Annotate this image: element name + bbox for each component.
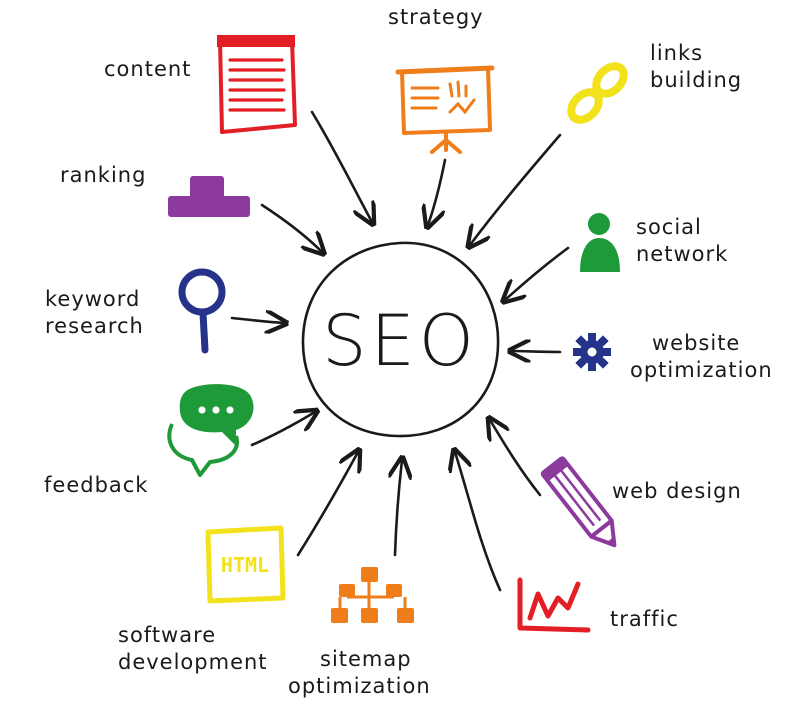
label-traffic-line-1: traffic [610, 607, 679, 631]
arrow-sitemap-optimization [395, 460, 402, 557]
center-circle [301, 241, 500, 438]
arrow-software-development [296, 452, 358, 557]
sitemap-icon [331, 567, 414, 623]
label-web-design-line-1: web design [612, 479, 742, 503]
speech-bubbles-icon [167, 384, 254, 477]
magnifier-icon [178, 268, 226, 354]
label-content: content [104, 56, 191, 83]
label-keyword-research-line-2: research [45, 314, 144, 338]
label-strategy-line-1: strategy [388, 5, 484, 29]
center-label: SEO [322, 300, 478, 382]
label-sitemap-optimization-line-1: sitemap [320, 647, 412, 671]
label-social-network-line-1: social [636, 215, 702, 239]
label-sitemap-optimization-line-2: optimization [288, 674, 431, 698]
html-tag-text: HTML [221, 553, 269, 577]
label-links-building: links building [650, 40, 742, 94]
label-social-network: social network [636, 214, 728, 268]
arrow-keyword-research [230, 318, 284, 323]
arrow-strategy [428, 158, 447, 225]
gear-icon [573, 333, 611, 371]
label-social-network-line-2: network [636, 242, 729, 266]
label-links-building-line-1: links [650, 41, 704, 65]
label-web-design: web design [612, 478, 742, 505]
arrow-ranking [260, 203, 322, 252]
label-software-development: software development [118, 622, 268, 676]
arrow-web-design [490, 420, 542, 497]
label-feedback: feedback [44, 472, 148, 499]
label-website-optimization: website optimization [630, 330, 773, 384]
label-sitemap-optimization: sitemap optimization [288, 646, 431, 700]
arrow-feedback [250, 412, 315, 447]
arrow-social-network [505, 246, 570, 300]
label-strategy: strategy [388, 4, 484, 31]
label-website-optimization-line-2: optimization [630, 358, 773, 382]
arrow-links-building [470, 133, 562, 245]
label-website-optimization-line-1: website [652, 331, 741, 355]
label-keyword-research-line-1: keyword [45, 287, 141, 311]
label-content-line-1: content [104, 57, 192, 81]
chain-link-icon [567, 62, 628, 124]
label-feedback-line-1: feedback [44, 473, 149, 497]
label-links-building-line-2: building [650, 68, 743, 92]
arrow-traffic [455, 452, 502, 592]
label-software-development-line-1: software [118, 623, 217, 647]
notepad-icon [217, 35, 297, 134]
presentation-board-icon [395, 65, 495, 154]
label-software-development-line-2: development [118, 650, 268, 674]
podium-icon [168, 176, 250, 217]
html-tag-icon: HTML [205, 525, 286, 604]
label-traffic: traffic [610, 606, 679, 633]
arrow-website-optimization [512, 351, 562, 352]
pencil-icon [540, 456, 617, 548]
person-icon [580, 213, 620, 272]
label-ranking-line-1: ranking [60, 163, 147, 187]
line-graph-icon [517, 577, 591, 633]
label-keyword-research: keyword research [45, 286, 144, 340]
arrow-content [310, 110, 372, 222]
label-ranking: ranking [60, 162, 146, 189]
